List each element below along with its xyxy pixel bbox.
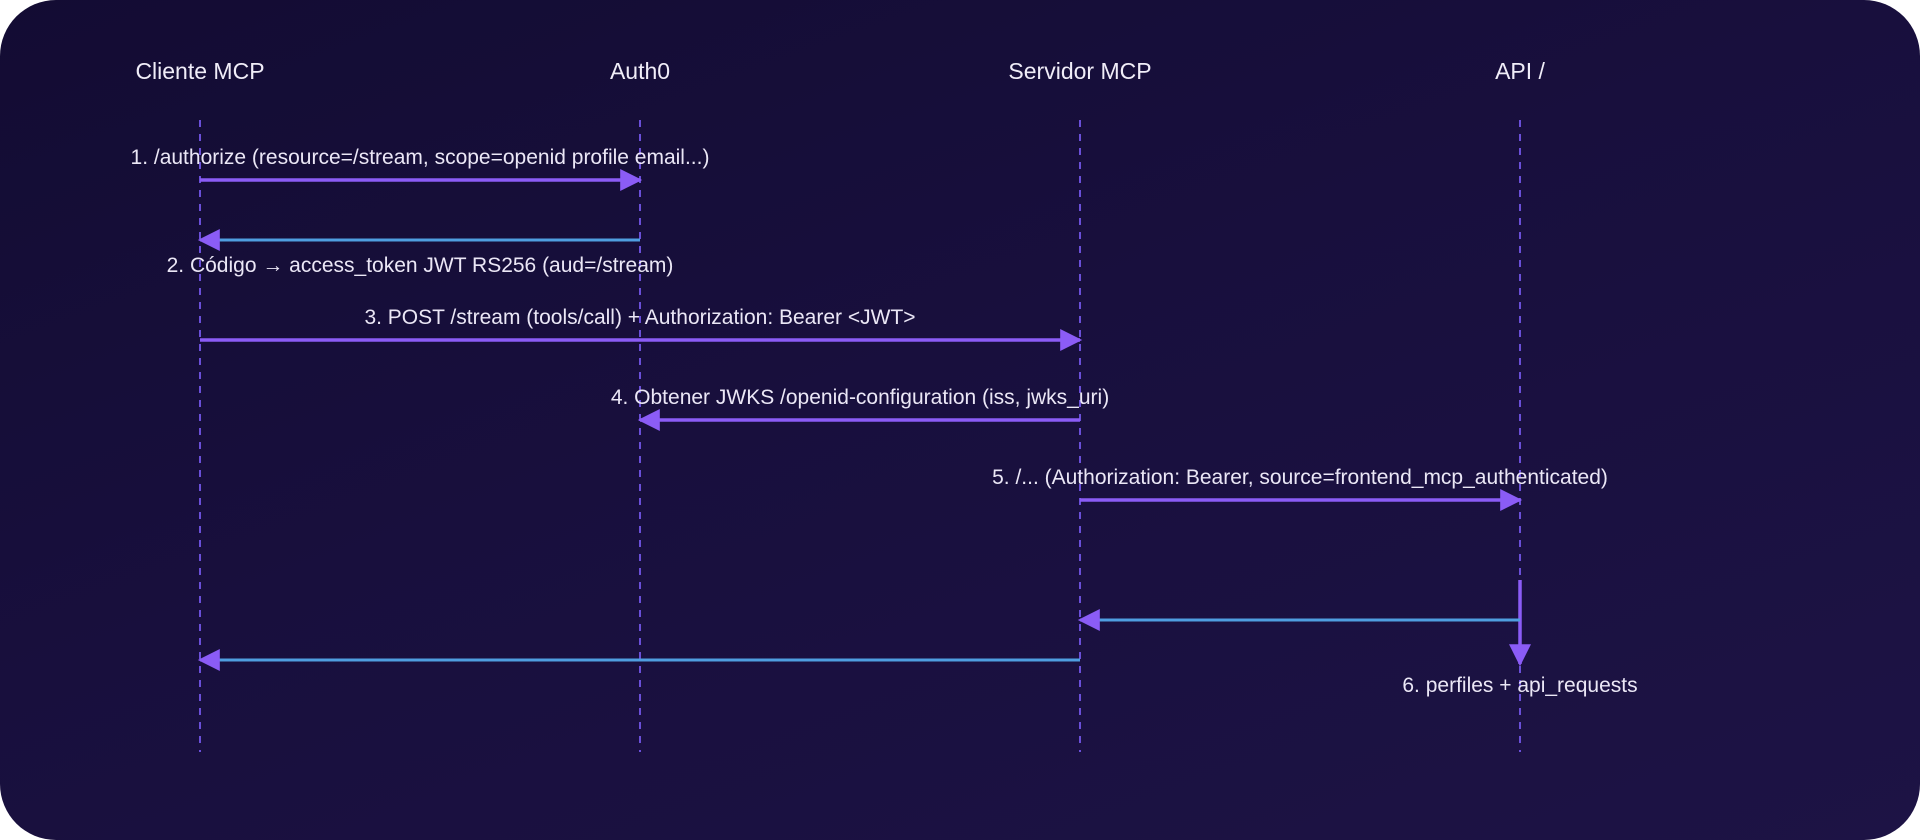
message-label-1: 1. /authorize (resource=/stream, scope=o… — [131, 146, 710, 169]
message-label-4: 4. Obtener JWKS /openid-configuration (i… — [611, 386, 1109, 409]
actor-label-client: Cliente MCP — [135, 58, 264, 84]
message-label-2: 2. Código → access_token JWT RS256 (aud=… — [167, 254, 674, 277]
message-label-3: 3. POST /stream (tools/call) + Authoriza… — [364, 306, 915, 329]
actor-label-auth0: Auth0 — [610, 58, 670, 84]
actor-label-api: API / — [1495, 58, 1545, 84]
actor-label-server: Servidor MCP — [1008, 58, 1151, 84]
message-label-6: 6. perfiles + api_requests — [1402, 674, 1637, 697]
message-label-5: 5. /... (Authorization: Bearer, source=f… — [992, 466, 1608, 489]
